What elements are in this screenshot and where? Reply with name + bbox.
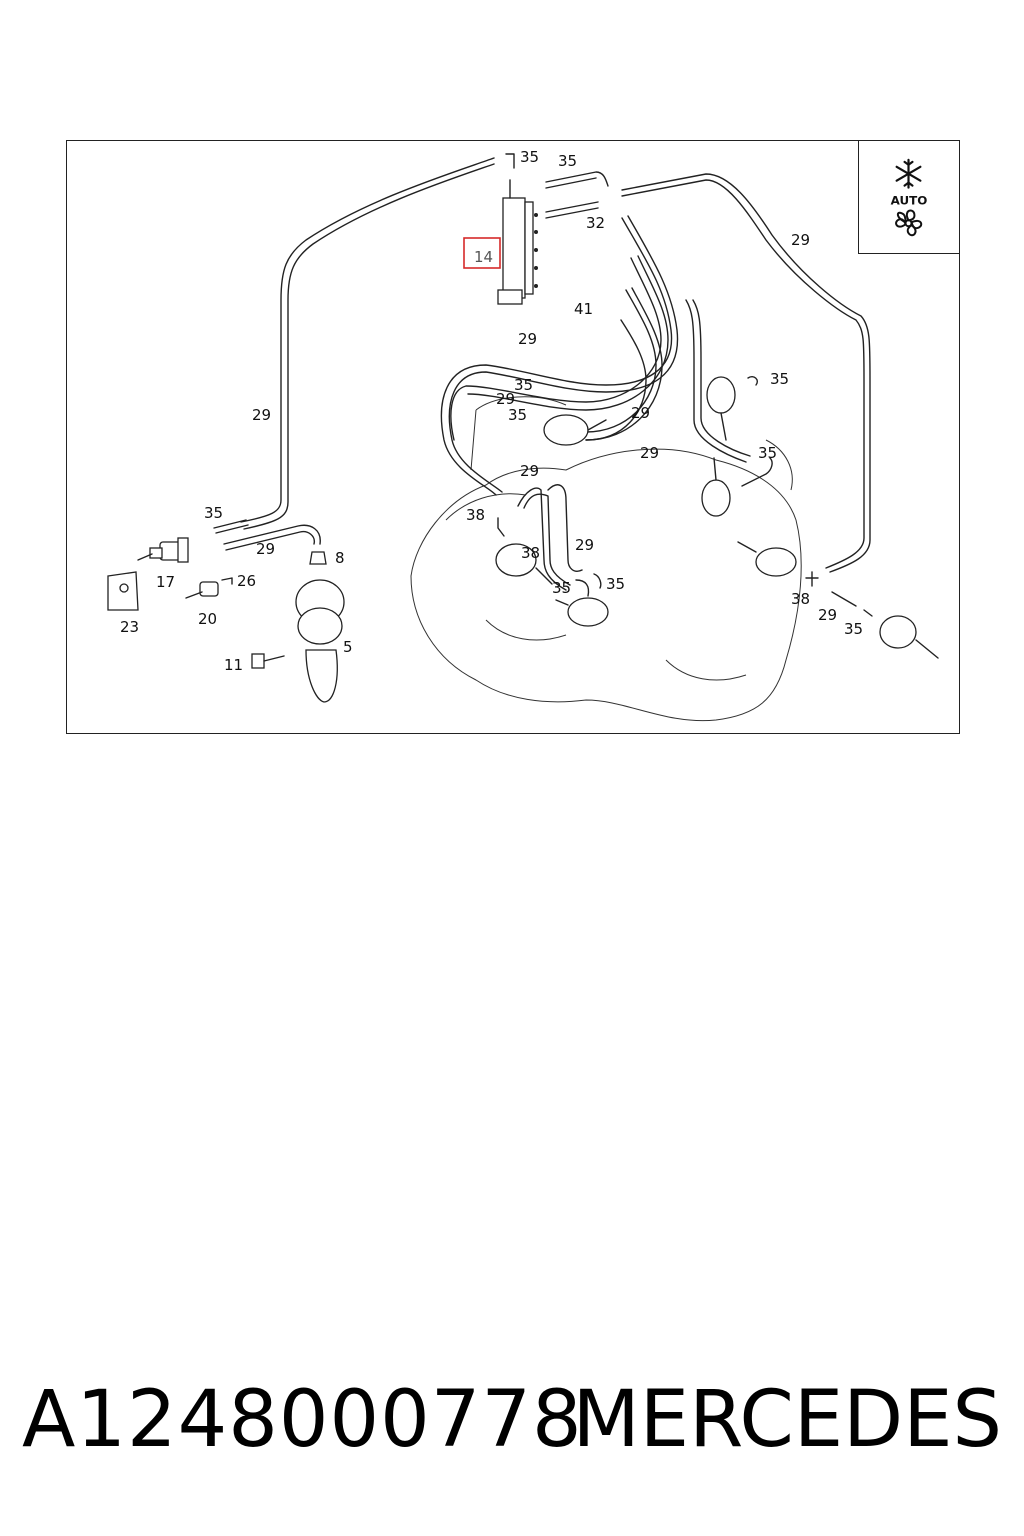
callout-35-d: 35 (758, 444, 777, 462)
callout-29-mid: 29 (518, 330, 537, 348)
callout-20: 20 (198, 610, 217, 628)
snowflake-icon (895, 158, 922, 189)
hose-35-top (545, 171, 609, 187)
hose-35-top-b (545, 177, 597, 189)
hose-35-right-small (863, 609, 873, 617)
hose-29-left (240, 157, 495, 523)
footer: A1248000778 MERCEDES (0, 1370, 1024, 1470)
hose-29-lower-a (517, 487, 567, 591)
part-number: A1248000778 (22, 1375, 583, 1465)
callout-35-e: 35 (552, 579, 571, 597)
callout-29-f: 29 (575, 536, 594, 554)
hose-32-b (545, 207, 599, 219)
vacuum-line-diagram: 14 35 35 32 29 41 29 29 35 29 35 29 29 3… (66, 140, 960, 734)
callout-29-left: 29 (252, 406, 271, 424)
callout-35-f: 35 (606, 575, 625, 593)
callout-38-a: 38 (466, 506, 485, 524)
hose-29-right (621, 179, 865, 569)
hose-29-lower-c (547, 484, 583, 572)
central-hose-bundle (440, 215, 751, 496)
vacuum-distributor (497, 153, 538, 305)
callout-35-g: 35 (844, 620, 863, 638)
callout-35-b: 35 (508, 406, 527, 424)
engine-outline (410, 396, 802, 722)
callout-11: 11 (224, 656, 243, 674)
callout-35-top: 35 (520, 148, 539, 166)
hose-29-left-inner (243, 163, 495, 530)
callout-5: 5 (343, 638, 353, 656)
callout-29-c: 29 (631, 404, 650, 422)
callout-29-right: 29 (791, 231, 810, 249)
left-components (107, 519, 345, 703)
callout-38-b: 38 (521, 544, 540, 562)
vacuum-element (495, 376, 939, 659)
callout-29-e: 29 (520, 462, 539, 480)
hose-29-right-inner (621, 173, 871, 573)
hose-29-right-small (831, 591, 857, 607)
hose-35-right (747, 376, 758, 386)
callout-14: 14 (474, 248, 493, 266)
callout-23: 23 (120, 618, 139, 636)
brand-name: MERCEDES (572, 1375, 1003, 1465)
callout-17: 17 (156, 573, 175, 591)
callout-26: 26 (237, 572, 256, 590)
callout-41: 41 (574, 300, 593, 318)
hose-38-right (805, 571, 819, 587)
hose-35-lower-b (593, 573, 602, 589)
climate-control-icon-box: AUTO (858, 140, 960, 254)
callout-35-a: 35 (514, 376, 533, 394)
callout-32: 32 (586, 214, 605, 232)
callouts: 14 35 35 32 29 41 29 29 35 29 35 29 29 3… (120, 148, 863, 674)
fan-icon (895, 209, 923, 237)
hose-29-lower-b (523, 493, 571, 586)
auto-label: AUTO (891, 193, 928, 207)
callout-35-top2: 35 (558, 152, 577, 170)
callout-29-d: 29 (640, 444, 659, 462)
callout-29-b: 29 (496, 390, 515, 408)
hose-35-right-b (741, 457, 773, 487)
callout-35-c: 35 (770, 370, 789, 388)
hose-35-lower (575, 579, 590, 597)
callout-38-c: 38 (791, 590, 810, 608)
callout-35-left: 35 (204, 504, 223, 522)
highlight-box-14 (463, 237, 501, 269)
hose-32 (545, 201, 599, 213)
callout-29-left2: 29 (256, 540, 275, 558)
callout-29-g: 29 (818, 606, 837, 624)
hose-38-lower (497, 517, 505, 537)
callout-8: 8 (335, 549, 345, 567)
